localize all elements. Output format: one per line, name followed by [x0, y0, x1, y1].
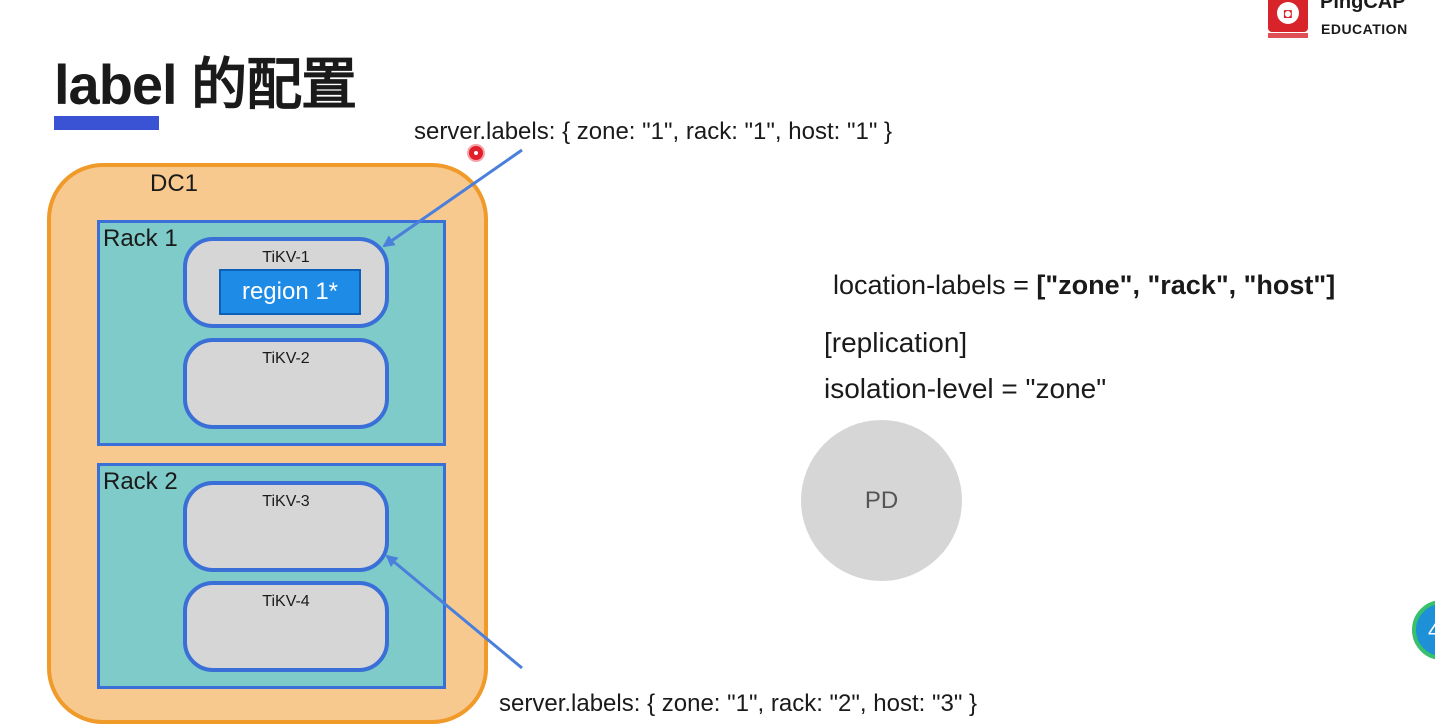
location-labels-value: ["zone", "rack", "host"]	[1036, 270, 1336, 300]
tikv-label: TiKV-3	[262, 493, 310, 510]
replication-header: [replication]	[824, 327, 968, 358]
tikv-label: TiKV-2	[262, 350, 310, 367]
datacenter-label: DC1	[150, 170, 199, 197]
location-labels-line: location-labels = ["zone", "rack", "host…	[833, 270, 1335, 301]
logo-name: PingCAP	[1320, 0, 1406, 13]
location-labels-key: location-labels =	[833, 270, 1037, 300]
arrow-to-tikv-3	[385, 554, 523, 670]
floating-badge-text: 4	[1428, 618, 1435, 643]
arrow-to-tikv-1	[382, 148, 523, 248]
server-labels-bottom: server.labels: { zone: "1", rack: "2", h…	[499, 690, 978, 717]
tikv-label: TiKV-1	[262, 249, 310, 266]
region-leader: region 1*	[219, 269, 361, 315]
pd-node: PD	[801, 420, 962, 581]
tikv-node-4: TiKV-4	[183, 581, 389, 672]
logo-stripe	[1268, 33, 1308, 38]
isolation-level: isolation-level = "zone"	[824, 373, 1107, 404]
tikv-label: TiKV-4	[262, 593, 310, 610]
slide-title: label 的配置	[54, 53, 357, 116]
rack-label: Rack 1	[103, 225, 178, 252]
logo-subtitle: EDUCATION	[1321, 21, 1408, 37]
tikv-node-2: TiKV-2	[183, 338, 389, 429]
server-labels-top: server.labels: { zone: "1", rack: "1", h…	[414, 118, 893, 145]
rack-label: Rack 2	[103, 468, 178, 495]
tikv-node-3: TiKV-3	[183, 481, 389, 572]
laser-pointer-icon	[467, 144, 485, 162]
title-underline	[54, 116, 159, 130]
pingcap-logo-icon: ◘	[1268, 0, 1308, 32]
